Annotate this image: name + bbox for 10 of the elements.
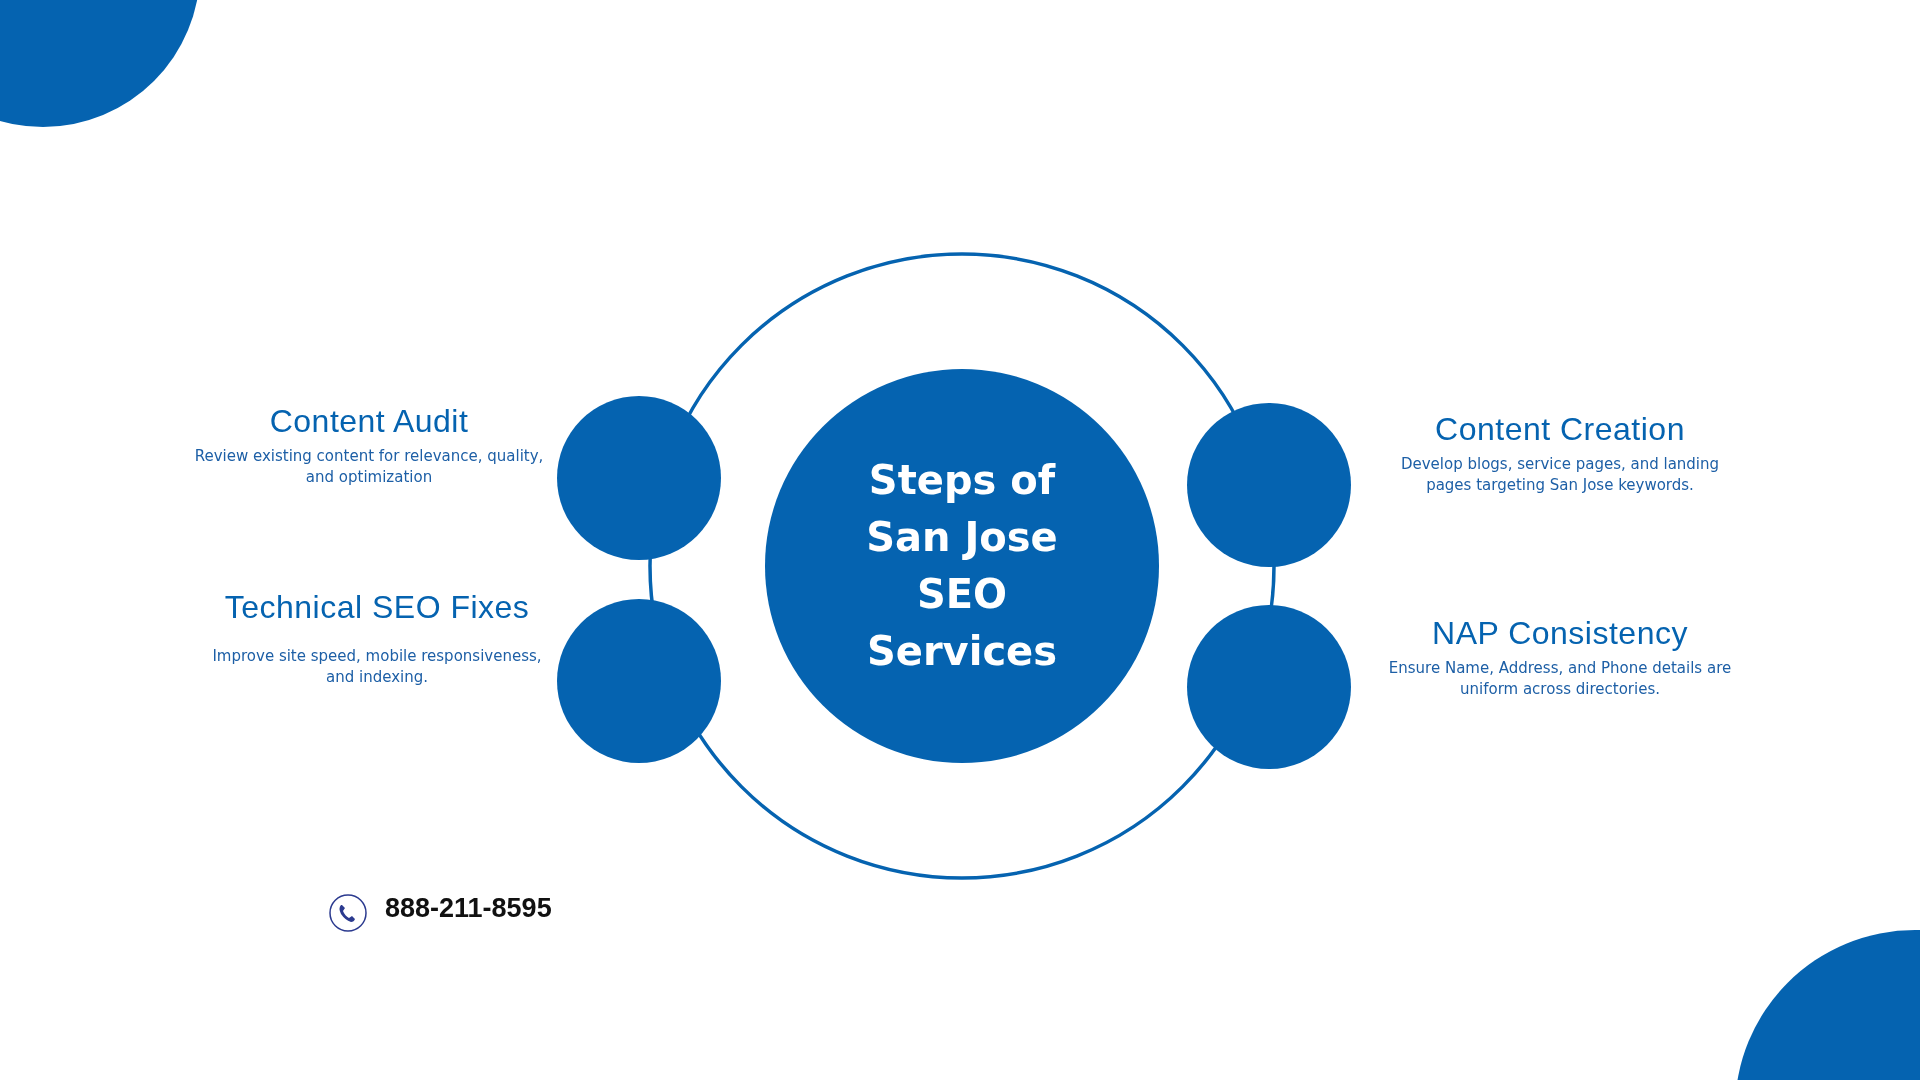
phone-number: 888-211-8595 xyxy=(385,893,552,924)
step-description: Ensure Name, Address, and Phone details are uniform across directories. xyxy=(1387,658,1733,700)
step-heading: Content Creation xyxy=(1435,411,1685,448)
step-description: Improve site speed, mobile responsiveness, and indexing. xyxy=(211,646,543,688)
step-heading: Content Audit xyxy=(269,403,469,440)
step-description: Develop blogs, service pages, and landing pages targeting San Jose keywords. xyxy=(1399,454,1721,496)
step-description: Review existing content for relevance, quality, and optimization xyxy=(193,446,545,488)
step-heading: Technical SEO Fixes xyxy=(224,589,530,626)
step-heading: NAP Consistency xyxy=(1432,615,1688,652)
node-label: Steps of San Jose SEO Services xyxy=(865,456,1059,676)
